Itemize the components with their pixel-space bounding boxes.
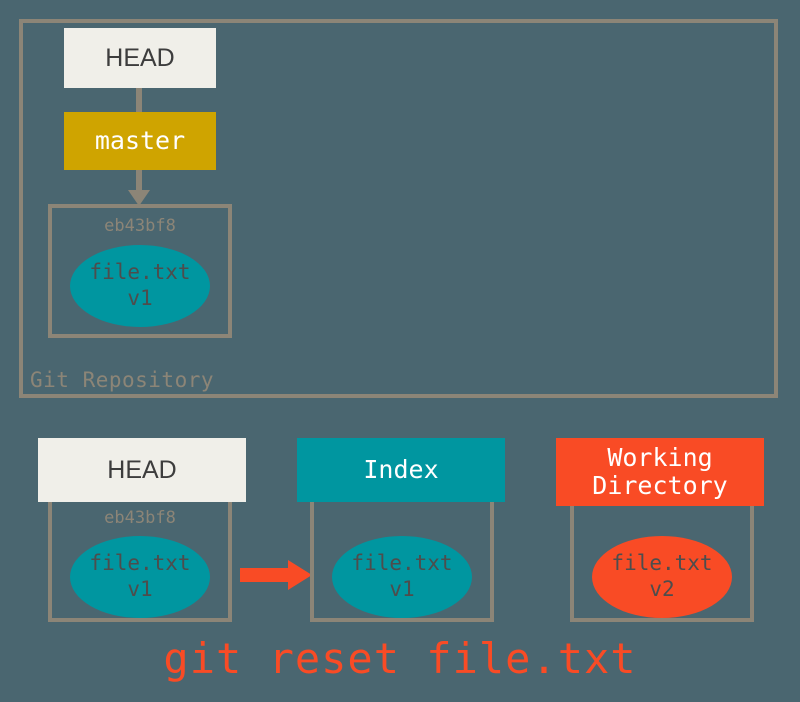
repo-commit-hash: eb43bf8 xyxy=(104,216,176,236)
index-tree-blob[interactable]: file.txt v1 xyxy=(332,536,472,618)
arrowhead-master-to-commit xyxy=(128,190,150,206)
repo-master-box[interactable]: master xyxy=(64,112,216,170)
connector-master-to-commit xyxy=(136,170,142,192)
repo-head-box[interactable]: HEAD xyxy=(64,28,216,88)
working-directory-blob[interactable]: file.txt v2 xyxy=(592,536,732,618)
git-repository-caption: Git Repository xyxy=(30,368,215,392)
git-repository-frame xyxy=(19,19,778,398)
repo-commit-blob[interactable]: file.txt v1 xyxy=(70,245,210,327)
arrow-head-to-index-shaft xyxy=(240,568,290,582)
index-tree-title[interactable]: Index xyxy=(297,438,505,502)
repo-commit-frame xyxy=(48,204,232,338)
head-tree-title[interactable]: HEAD xyxy=(38,438,246,502)
working-directory-title[interactable]: Working Directory xyxy=(556,438,764,506)
command-caption: git reset file.txt xyxy=(163,634,637,683)
head-tree-blob[interactable]: file.txt v1 xyxy=(70,536,210,618)
connector-head-to-master xyxy=(136,88,142,112)
arrow-head-to-index-head xyxy=(288,560,312,590)
head-tree-commit-hash: eb43bf8 xyxy=(104,508,176,528)
